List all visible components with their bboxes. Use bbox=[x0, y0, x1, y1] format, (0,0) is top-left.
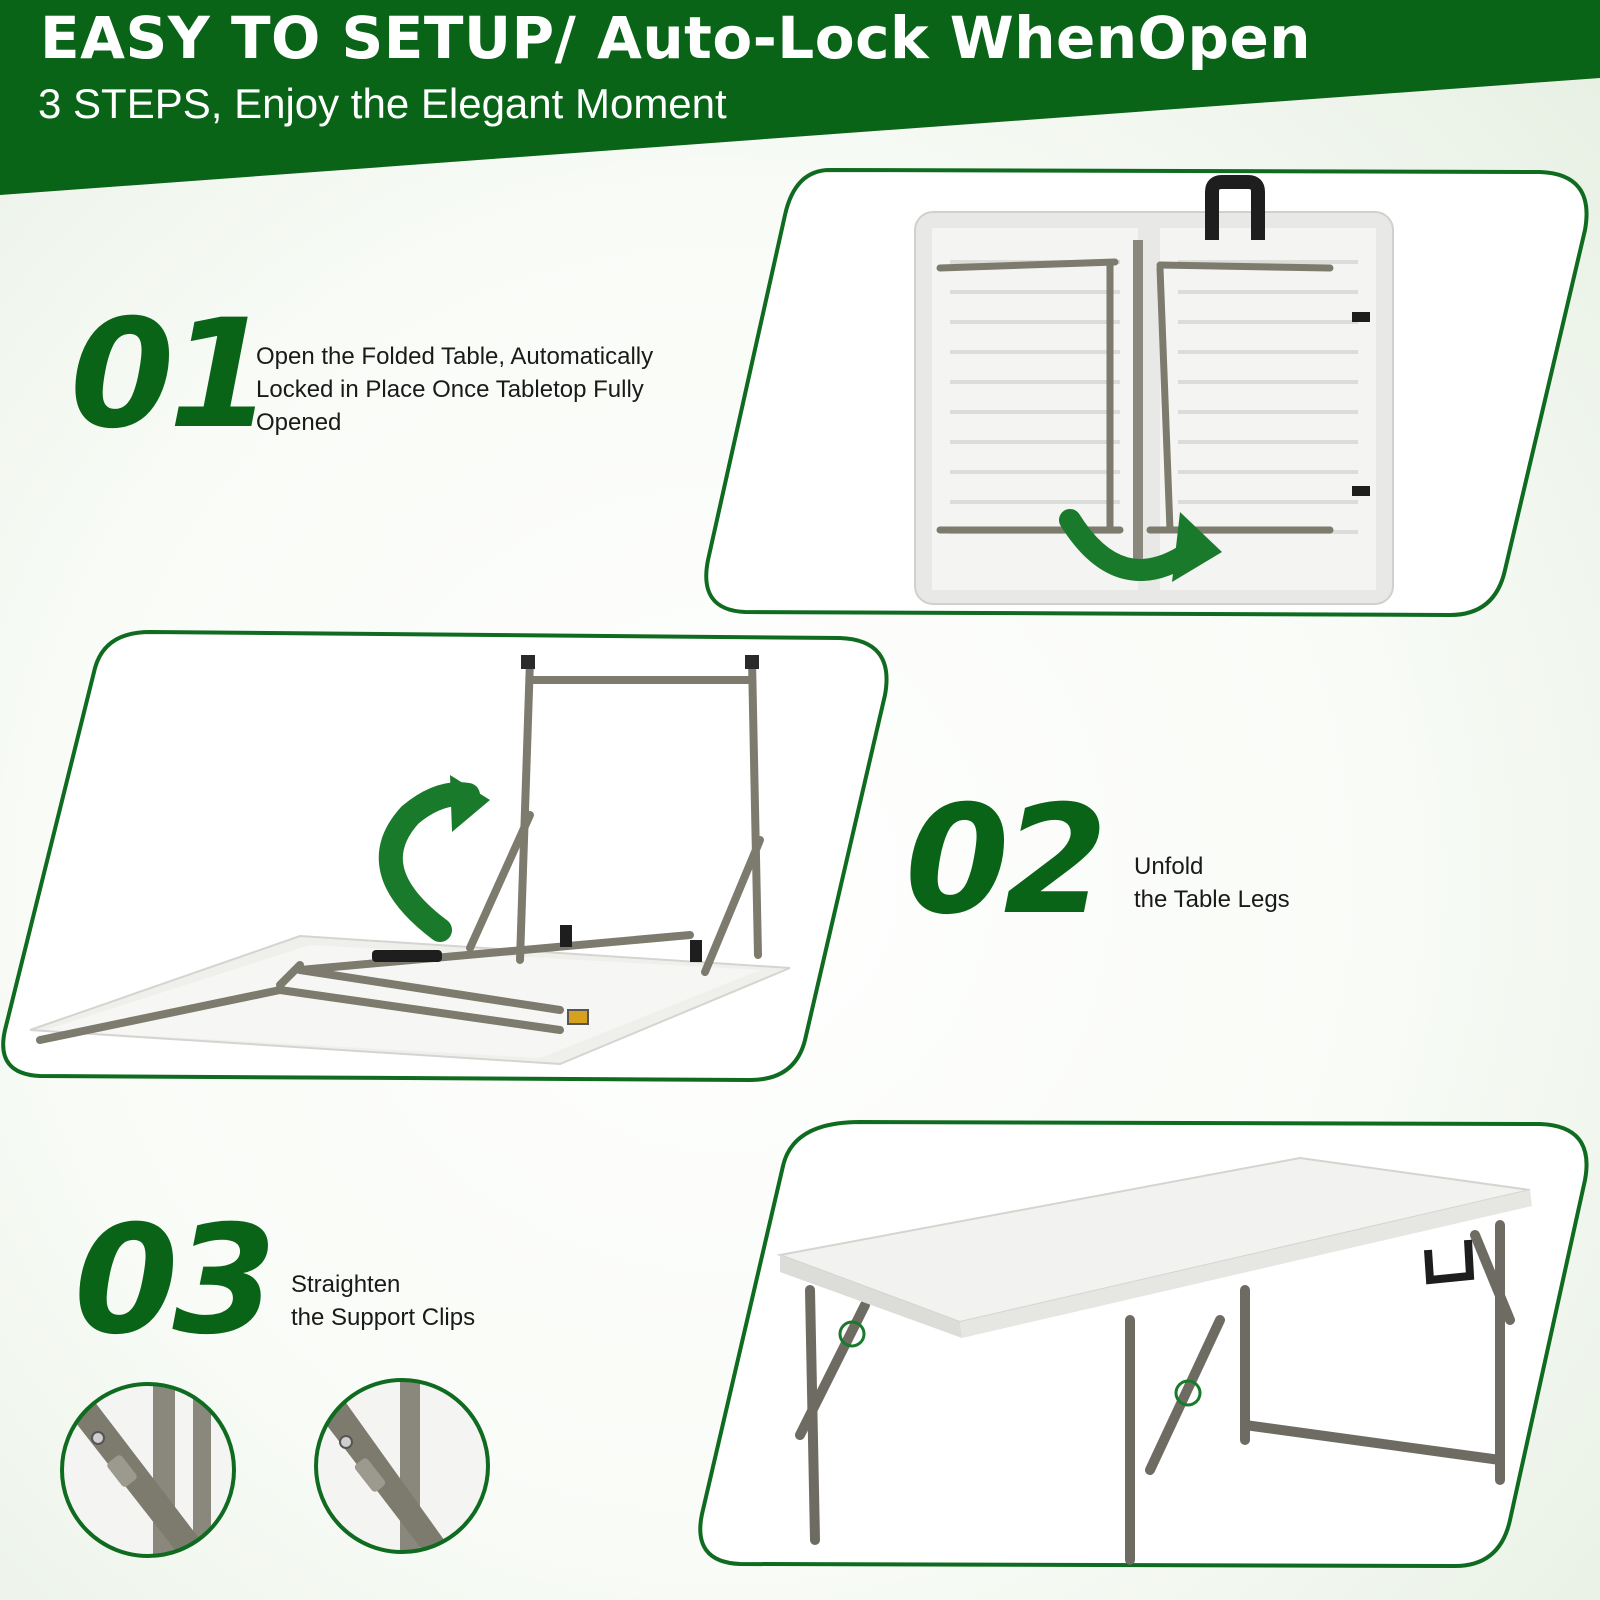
step-1-line-3: Opened bbox=[256, 409, 342, 436]
support-clip-icon bbox=[62, 1384, 211, 1556]
carry-handle-icon bbox=[1205, 175, 1265, 240]
header-band bbox=[0, 0, 1600, 195]
step-3-text: Straighten the Support Clips bbox=[291, 1268, 475, 1334]
clip-detail-circle-1 bbox=[60, 1382, 236, 1558]
step-1-panel bbox=[704, 167, 1589, 618]
latch-icon bbox=[1352, 312, 1370, 496]
step-2-panel bbox=[1, 629, 889, 1083]
unfolding-table-image bbox=[29, 655, 791, 1066]
header-title: EASY TO SETUP/ Auto-Lock WhenOpen bbox=[40, 4, 1312, 72]
folded-table-image bbox=[914, 175, 1394, 605]
step-1-line-2: Locked in Place Once Tabletop Fully bbox=[256, 376, 644, 403]
step-2-number: 02 bbox=[905, 774, 1108, 948]
step-1-number: 01 bbox=[70, 288, 273, 462]
step-2-line-2: the Table Legs bbox=[1134, 886, 1290, 913]
support-clip-icon bbox=[316, 1380, 452, 1552]
step-1-line-1: Open the Folded Table, Automatically bbox=[256, 343, 654, 370]
hinge-lock-icon bbox=[567, 1009, 589, 1025]
step-1-text: Open the Folded Table, Automatically Loc… bbox=[256, 340, 653, 439]
clip-detail-circle-2 bbox=[314, 1378, 490, 1554]
step-3-number: 03 bbox=[74, 1194, 277, 1368]
step-3-line-2: the Support Clips bbox=[291, 1304, 476, 1331]
strap-icon bbox=[372, 925, 702, 962]
step-3-line-1: Straighten bbox=[291, 1271, 401, 1298]
step-2-text: Unfold the Table Legs bbox=[1134, 850, 1290, 916]
step-2-line-1: Unfold bbox=[1134, 853, 1204, 880]
assembled-table-image bbox=[776, 1156, 1532, 1565]
rotate-arrow-icon bbox=[378, 775, 490, 942]
strap-icon bbox=[1424, 1239, 1475, 1285]
support-clip-icon bbox=[838, 1320, 1202, 1407]
header-subtitle: 3 STEPS, Enjoy the Elegant Moment bbox=[38, 80, 727, 127]
rotate-arrow-icon bbox=[1059, 509, 1222, 582]
